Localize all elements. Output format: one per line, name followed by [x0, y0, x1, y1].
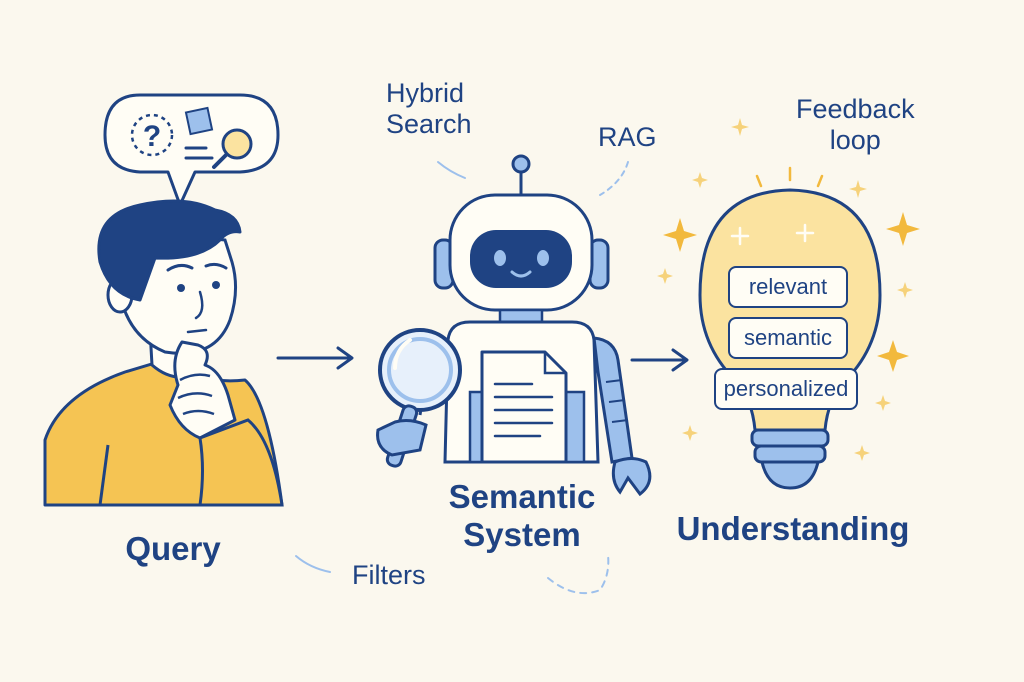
tag-relevant: relevant — [728, 266, 848, 308]
question-mark-icon: ? — [130, 113, 174, 157]
square-shape-icon — [184, 106, 214, 136]
svg-text:?: ? — [143, 120, 161, 153]
tag-personalized: personalized — [714, 368, 858, 410]
arrow-right-icon — [276, 346, 354, 370]
label-query: Query — [125, 530, 221, 567]
tag-semantic: semantic — [728, 317, 848, 359]
label-hybrid-line-2: Search — [386, 109, 472, 140]
magnifier-small-icon — [212, 128, 253, 169]
document-icon — [480, 350, 568, 464]
label-filters: Filters — [352, 560, 426, 590]
label-semantic-system: Semantic System — [432, 478, 612, 554]
label-semantic-line-1: Semantic — [448, 478, 596, 515]
sparkle-icons — [657, 118, 920, 461]
arrow-right-icon — [630, 348, 689, 372]
label-hybrid-line-1: Hybrid — [386, 78, 465, 108]
label-semantic-line-2: System — [463, 515, 581, 553]
dashed-connectors — [295, 161, 629, 594]
label-feedback-line-2: loop — [829, 125, 881, 156]
label-hybrid-search: Hybrid Search — [386, 78, 472, 140]
label-rag: RAG — [598, 122, 657, 152]
person-illustration — [43, 199, 284, 507]
label-understanding: Understanding — [676, 510, 910, 547]
robot-illustration — [376, 154, 652, 497]
thought-bubble: ? — [103, 93, 280, 207]
label-feedback-line-1: Feedback — [796, 94, 915, 124]
label-feedback-loop: Feedback loop — [796, 94, 915, 156]
text-lines-icon — [184, 146, 214, 160]
